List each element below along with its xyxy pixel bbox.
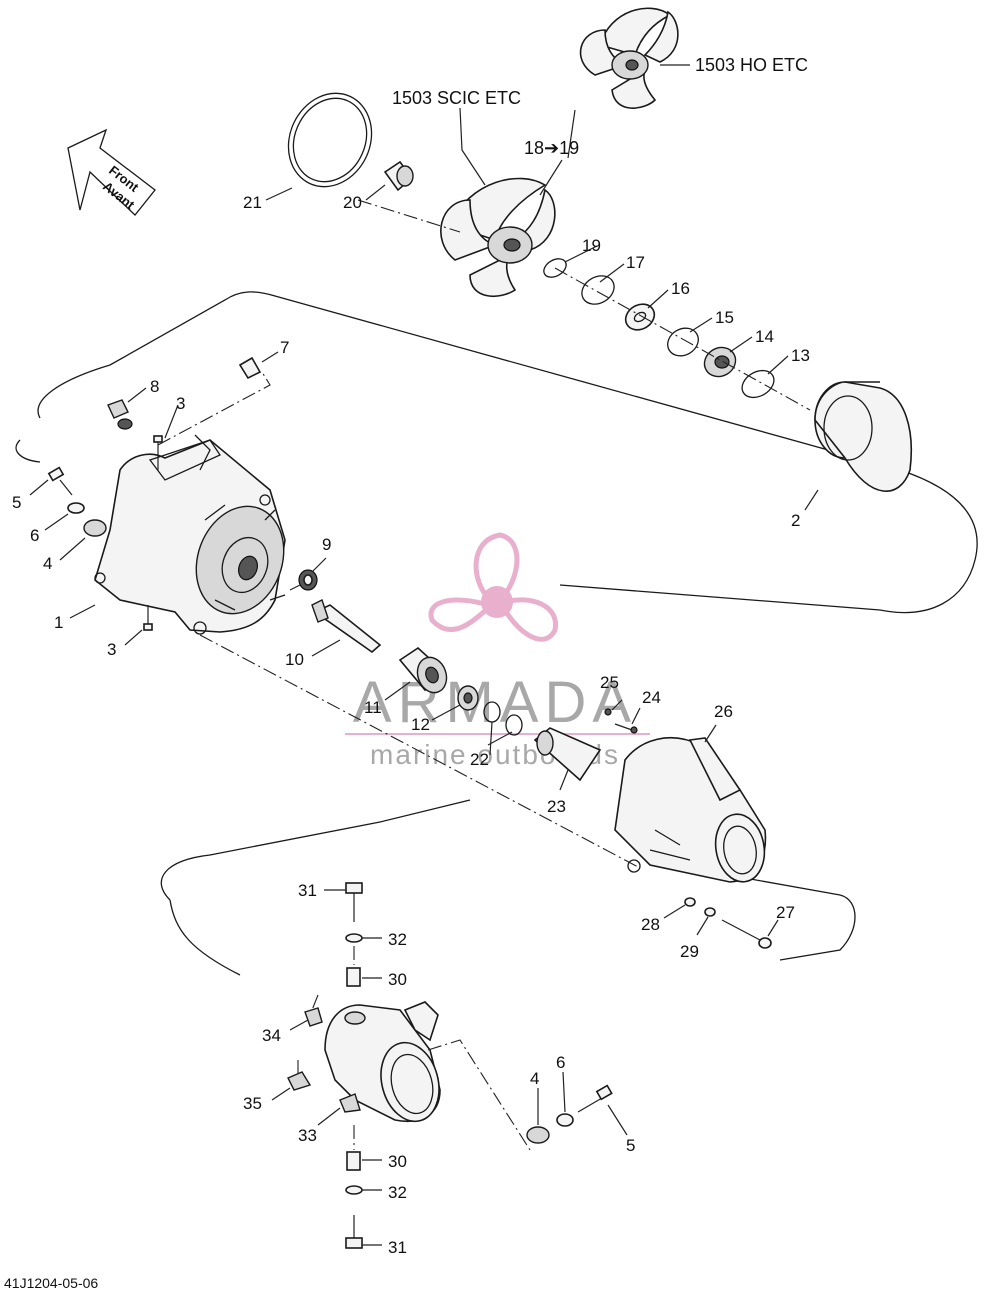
part-35-clip: [287, 1071, 312, 1091]
label-8: 8: [150, 377, 159, 396]
label-30-upper: 30: [388, 970, 407, 989]
label-3-lower: 3: [107, 640, 116, 659]
part-23-cap: [533, 727, 602, 782]
part-5-bolt-lower: [577, 1084, 613, 1113]
part-31-bolt-upper: [345, 882, 363, 922]
front-direction-sign: Front Avant: [67, 128, 156, 216]
label-32-upper: 32: [388, 930, 407, 949]
part-21-ring: [287, 92, 373, 188]
label-24: 24: [642, 688, 661, 707]
part-6-washer-lower: [556, 1113, 574, 1127]
label-4-upper: 4: [43, 554, 52, 573]
part-6-washer: [67, 502, 85, 514]
label-11: 11: [364, 698, 382, 717]
label-31-lower: 31: [388, 1238, 407, 1257]
label-6-upper: 6: [30, 526, 39, 545]
label-32-lower: 32: [388, 1183, 407, 1202]
label-17: 17: [626, 253, 645, 272]
label-9: 9: [322, 535, 331, 554]
impeller-ho: [579, 7, 679, 109]
label-5-upper: 5: [12, 493, 21, 512]
part-28-washer: [684, 897, 696, 907]
nozzle-centerline: [297, 946, 531, 1151]
callout-supersession: 18➔19: [524, 138, 579, 158]
label-15: 15: [715, 308, 734, 327]
part-25-ball: [604, 708, 612, 716]
lower-group-outline: [160, 799, 856, 976]
label-5-lower: 5: [626, 1136, 635, 1155]
upper-group-outline-lower: [15, 439, 41, 463]
part-10-shaft: [311, 599, 382, 654]
label-26: 26: [714, 702, 733, 721]
part-17-ring: [581, 275, 615, 305]
label-21: 21: [243, 193, 262, 212]
part-11-bearing: [398, 646, 448, 694]
part-9-seal: [298, 569, 318, 591]
part-30-bushing-lower: [346, 1151, 361, 1171]
housing-centerline: [157, 371, 271, 446]
part-29-washer: [704, 907, 716, 917]
label-27: 27: [776, 903, 795, 922]
upper-group-outline: [37, 291, 978, 614]
part-7-plug: [238, 356, 262, 380]
propeller-logo-icon: [428, 532, 558, 642]
part-3-screw-lower: [143, 605, 153, 631]
label-10: 10: [285, 650, 304, 669]
label-19: 19: [582, 236, 601, 255]
part-24-screw: [614, 723, 638, 734]
part-1-pump-housing: [94, 434, 286, 635]
callout-1503-scic: 1503 SCIC ETC: [392, 88, 521, 108]
part-30-bushing-upper: [346, 967, 361, 987]
part-8-plug-and-oring: [107, 399, 133, 430]
impeller-scic: [440, 177, 556, 297]
label-2: 2: [791, 511, 800, 530]
leader-lines: [29, 64, 819, 1246]
label-30-lower: 30: [388, 1152, 407, 1171]
part-16-washer: [624, 303, 656, 331]
callout-1503-ho: 1503 HO ETC: [695, 55, 808, 75]
label-33: 33: [298, 1126, 317, 1145]
part-2-wear-ring: [814, 381, 913, 492]
part-33-nozzle: [324, 1001, 441, 1123]
part-15-ring: [667, 327, 699, 357]
label-3-upper: 3: [176, 394, 185, 413]
part-13-oring: [741, 369, 775, 399]
label-25: 25: [600, 673, 619, 692]
armada-watermark: ARMADA marine outboards: [345, 532, 650, 770]
label-34: 34: [262, 1026, 281, 1045]
part-31-bolt-lower: [345, 1215, 363, 1249]
label-7: 7: [280, 338, 289, 357]
label-20: 20: [343, 193, 362, 212]
part-5-bolt: [47, 466, 73, 496]
part-27-bolt: [721, 919, 772, 949]
label-13: 13: [791, 346, 810, 365]
part-4-grommet: [83, 519, 107, 537]
part-14-bearing: [703, 346, 737, 378]
part-34-nut: [304, 1007, 323, 1027]
label-1: 1: [54, 613, 63, 632]
label-12: 12: [411, 715, 430, 734]
label-4-lower: 4: [530, 1069, 539, 1088]
diagram-code: 41J1204-05-06: [4, 1275, 98, 1291]
part-20-bushing: [383, 160, 414, 192]
part-4-grommet-lower: [526, 1126, 550, 1144]
propeller-hub-icon: [481, 586, 513, 618]
label-35: 35: [243, 1094, 262, 1113]
part-32-washer-upper: [345, 933, 363, 943]
part-12-sleeve: [457, 685, 479, 711]
label-16: 16: [671, 279, 690, 298]
label-31-upper: 31: [298, 881, 317, 900]
label-14: 14: [755, 327, 774, 346]
label-29: 29: [680, 942, 699, 961]
label-22: 22: [470, 750, 489, 769]
label-28: 28: [641, 915, 660, 934]
front-arrow-icon: [67, 128, 156, 216]
label-6-lower: 6: [556, 1053, 565, 1072]
part-32-washer-lower: [345, 1185, 363, 1195]
upper-centerline: [199, 199, 811, 869]
label-23: 23: [547, 797, 566, 816]
part-26-venturi: [614, 737, 767, 883]
